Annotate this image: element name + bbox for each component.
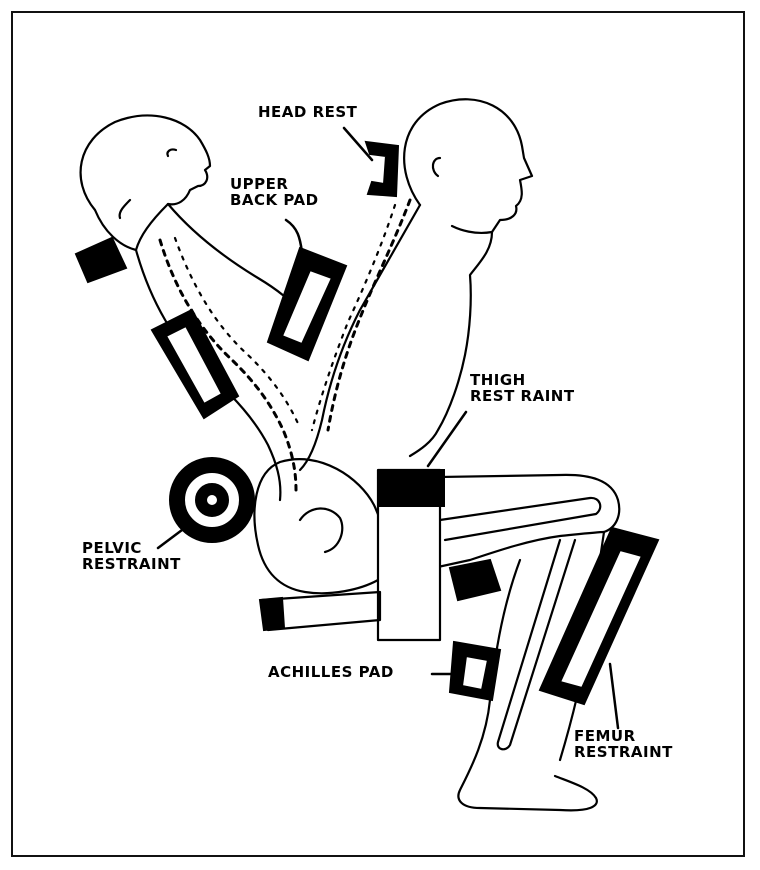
pelvis xyxy=(254,459,384,593)
reclined-back-pad xyxy=(152,310,238,418)
femur-restraint-label: FEMUR RESTRAINT xyxy=(574,728,673,760)
reclined-head-pad xyxy=(76,238,126,282)
reclined-neck-throat xyxy=(168,204,300,312)
femur-restraint-leader xyxy=(610,664,618,728)
upper-back-pad-label: UPPER BACK PAD xyxy=(230,176,319,208)
seat-base-pad xyxy=(260,598,284,630)
reclined-head xyxy=(81,116,210,250)
head-rest-label: HEAD REST xyxy=(258,104,357,120)
thigh-restraint-leader xyxy=(428,412,466,466)
pelvis-detail xyxy=(300,508,342,552)
upright-ear xyxy=(433,158,440,176)
reclined-jaw xyxy=(120,200,130,218)
head-rest-pad xyxy=(366,142,398,196)
pelvic-restraint-label: PELVIC RESTRAINT xyxy=(82,540,181,572)
femur-restraint-pad xyxy=(540,528,658,704)
thigh-restraint-pad xyxy=(380,470,444,506)
upright-spine xyxy=(328,200,410,430)
reclined-ear xyxy=(167,149,176,156)
achilles-pad-label: ACHILLES PAD xyxy=(268,664,394,680)
upright-front xyxy=(410,232,492,456)
thigh-restraint-label: THIGH REST RAINT xyxy=(470,372,575,404)
seat-rear-pad xyxy=(450,560,500,600)
achilles-pad xyxy=(450,642,500,700)
upper-back-pad xyxy=(268,248,346,360)
upright-head xyxy=(404,99,532,233)
reclined-figure xyxy=(81,116,300,500)
